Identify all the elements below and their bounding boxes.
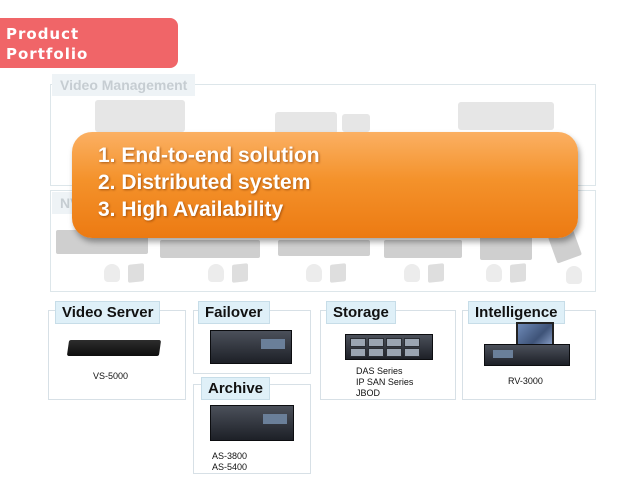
video-server-label: Video Server [55, 301, 161, 324]
monitor-image [342, 114, 370, 132]
failover-label: Failover [198, 301, 270, 324]
monitor-wall-image [95, 100, 185, 132]
failover-device [210, 330, 292, 364]
monitor-wall-image [458, 102, 554, 130]
linux-icon [306, 264, 322, 282]
intelligence-model: RV-3000 [508, 376, 543, 386]
feature-item: 2. Distributed system [98, 171, 311, 194]
storage-device [345, 334, 433, 360]
server-image [160, 240, 260, 258]
linux-icon [566, 266, 582, 284]
intelligence-label: Intelligence [468, 301, 565, 324]
page-title: Product Portfolio [6, 25, 89, 63]
server-image [278, 240, 370, 256]
feature-item: 3. High Availability [98, 198, 284, 221]
title-tag [0, 18, 178, 68]
video-server-model: VS-5000 [93, 371, 129, 381]
windows-icon [232, 263, 248, 283]
storage-label: Storage [326, 301, 396, 324]
intelligence-device [484, 344, 570, 366]
linux-icon [208, 264, 224, 282]
storage-models: DAS Series IP SAN Series JBOD [356, 366, 414, 398]
windows-icon [510, 263, 526, 283]
windows-icon [128, 263, 144, 283]
linux-icon [404, 264, 420, 282]
monitor-image [275, 112, 337, 134]
features-banner: 1. End-to-end solution 2. Distributed sy… [72, 132, 578, 238]
features-list: 1. End-to-end solution 2. Distributed sy… [98, 142, 320, 223]
video-management-label: Video Management [52, 74, 196, 96]
archive-device [210, 405, 294, 441]
archive-label: Archive [201, 377, 271, 400]
windows-icon [428, 263, 444, 283]
windows-icon [330, 263, 346, 283]
linux-icon [104, 264, 120, 282]
archive-models: AS-3800 AS-5400 [212, 451, 248, 472]
server-image [384, 240, 462, 258]
feature-item: 1. End-to-end solution [98, 144, 320, 167]
server-image [480, 236, 532, 260]
video-server-device [66, 340, 162, 356]
linux-icon [486, 264, 502, 282]
